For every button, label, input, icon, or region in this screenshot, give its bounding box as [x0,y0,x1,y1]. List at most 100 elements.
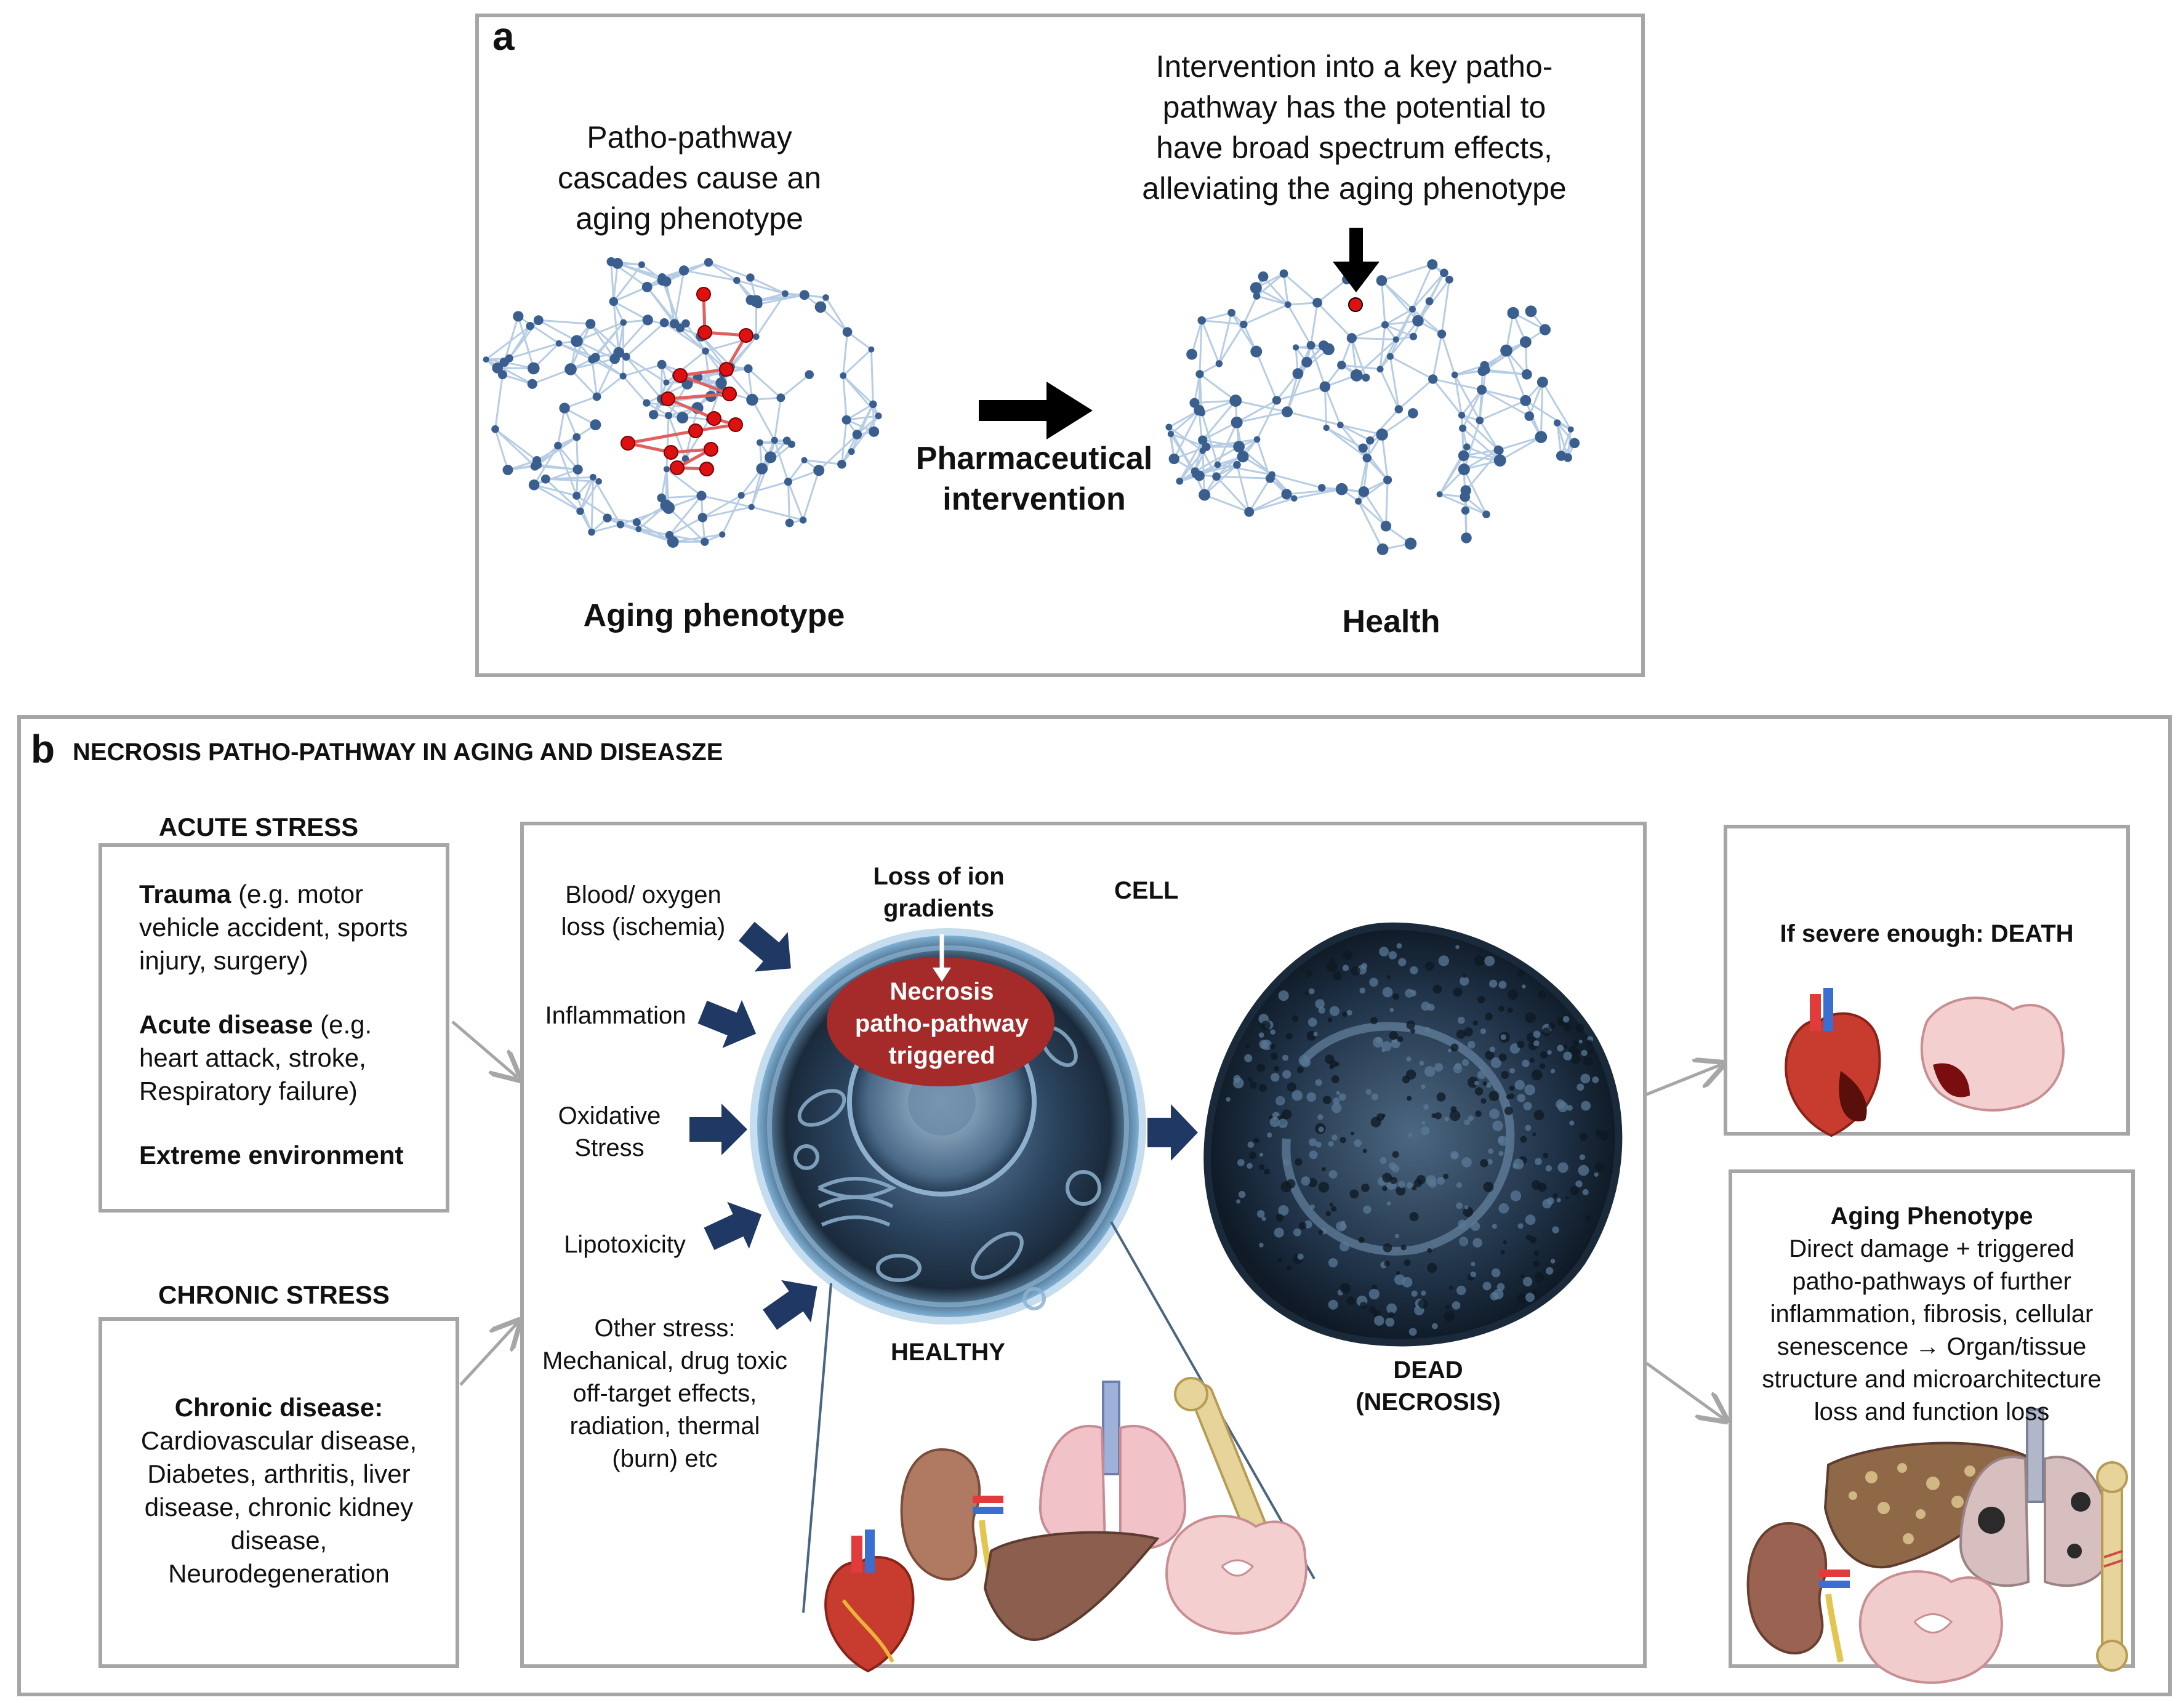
network-node [1394,405,1404,414]
patho-pathway-node [722,387,737,401]
necrotic-debris [1282,1054,1289,1061]
network-edge [557,445,579,470]
necrotic-debris [1490,1057,1502,1069]
necrotic-debris [1329,1006,1340,1016]
necrotic-debris [1329,1203,1333,1207]
necrotic-debris [1529,1057,1535,1063]
network-edge [1357,500,1387,527]
network-node [659,318,669,327]
healthy-label: HEALTHY [891,1339,1005,1366]
network-node [1199,447,1207,454]
chronic-stress-box [98,1317,459,1668]
network-edge [1485,369,1527,375]
network-node [1476,416,1484,425]
network-edge [1439,493,1487,516]
necrotic-debris [1328,1141,1334,1147]
necrotic-debris [1359,987,1366,994]
necrotic-debris [1480,1065,1484,1070]
necrotic-debris [1552,1193,1558,1198]
network-node [1240,320,1248,329]
network-edge [1275,361,1307,401]
network-edge [538,319,577,342]
necrotic-debris [1533,1040,1540,1046]
acute-disease-item: Acute disease (e.g. heart attack, stroke… [139,1010,372,1105]
network-edge [576,437,579,470]
network-node [1168,453,1179,465]
necrotic-debris [1607,1169,1613,1175]
network-node [572,464,583,475]
necrotic-debris [1474,1087,1484,1096]
network-edge [502,374,533,385]
necrotic-debris [1424,1066,1436,1077]
necrotic-debris [1351,966,1360,976]
necrotic-debris [1548,1022,1556,1030]
necrotic-debris [1258,1032,1264,1038]
necrosis-trigger-text: Necrosis patho-pathway triggered [854,978,1029,1069]
necrotic-debris [1374,1315,1384,1326]
network-edge [1173,409,1200,460]
network-node [616,521,625,529]
necrotic-debris [1578,1165,1589,1176]
necrotic-debris [1295,1158,1303,1166]
network-edge [1505,350,1527,401]
necrotic-debris [1238,1190,1246,1198]
patho-pathway-node [661,391,675,406]
network-node [869,400,877,409]
network-edge [1231,312,1258,352]
necrotic-debris [1492,1120,1503,1131]
network-node [799,516,807,524]
network-edge [1384,479,1389,526]
necrotic-debris [1389,1008,1394,1012]
network-edge [1324,386,1341,426]
necrotic-debris [1256,1209,1265,1218]
panel-a-label: a [492,14,515,58]
dead-cell-icon [1203,922,1623,1347]
network-edge [591,523,621,533]
network-edge [751,506,803,521]
network-node [1386,353,1394,360]
network-node [638,261,645,268]
network-edge [819,306,848,333]
network-edge [1432,334,1443,380]
necrotic-debris [1594,1172,1599,1177]
necrotic-debris [1402,1277,1413,1288]
network-edge [846,331,872,350]
network-node [701,537,709,546]
network-edge [672,533,723,543]
network-node [491,425,499,433]
network-edge [1381,263,1433,282]
network-node [848,448,855,455]
network-edge [1398,378,1434,411]
necrotic-debris [1255,1139,1260,1143]
network-edge [556,407,566,446]
necrotic-debris [1500,1034,1506,1040]
extreme-env-item: Extreme environment [139,1141,404,1169]
network-edge [846,403,874,421]
network-edge [1216,475,1271,479]
network-node [1404,537,1417,550]
necrotic-debris [1361,1183,1370,1192]
necrotic-debris [1388,951,1397,960]
network-edge [1362,447,1389,481]
stress-arrow-icon [689,1104,747,1155]
network-edge [870,349,874,404]
necrotic-debris [1531,1069,1543,1081]
network-edge [1191,320,1203,355]
network-node [801,457,808,463]
network-edge [1498,436,1541,451]
network-node [1458,450,1469,462]
intervention-arrow-icon [1333,228,1380,292]
necrotic-debris [1565,1195,1569,1200]
necrotic-debris [1550,1259,1556,1264]
chronic-connector [459,1323,517,1386]
network-edge [590,477,594,532]
network-node [733,276,741,284]
necrotic-debris [1595,1162,1605,1172]
network-edge [534,484,577,497]
necrotic-debris [1421,1001,1431,1011]
network-node [1482,510,1490,519]
necrotic-debris [1516,1293,1527,1304]
necrotic-debris [1485,1050,1495,1060]
necrotic-debris [1404,1259,1411,1266]
stress-arrow-icon [697,1000,757,1048]
